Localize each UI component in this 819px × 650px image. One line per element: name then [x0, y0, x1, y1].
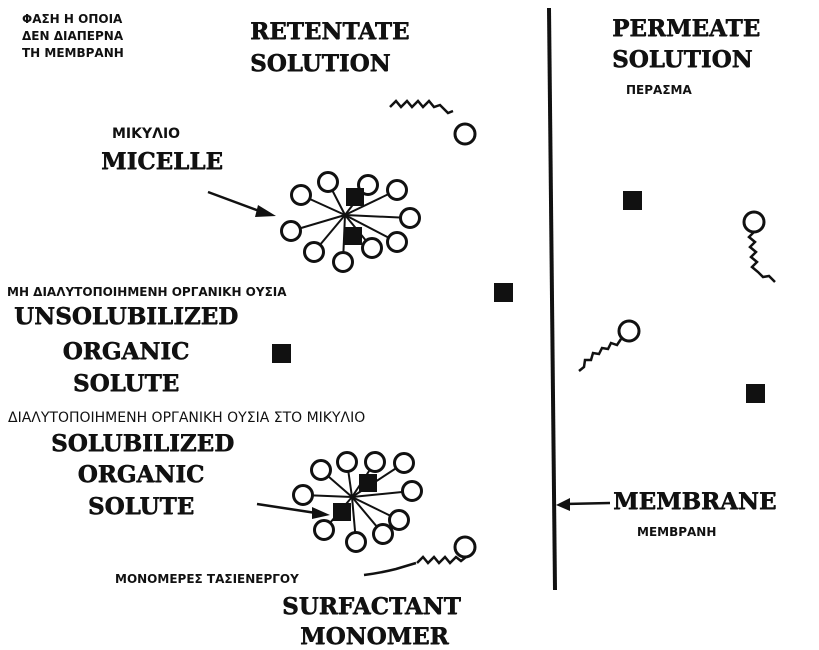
- permeate-label-line2: SOLUTION: [612, 48, 753, 71]
- surfactant-monomer-icon: [579, 321, 639, 371]
- solubilized-label-line1: SOLUBILIZED: [51, 432, 234, 455]
- monomer-label-line2: MONOMER: [300, 625, 449, 648]
- pointer-arrow-icon: [364, 563, 416, 575]
- solubilized-greek-label: ΔΙΑΛΥΤΟΠΟΙΗΜΕΝΗ ΟΡΓΑΝΙΚΗ ΟΥΣΙΑ ΣΤΟ ΜΙΚΥΛ…: [8, 411, 365, 425]
- unsolubilized-label-line1: UNSOLUBILIZED: [14, 305, 238, 328]
- membrane-greek-label: ΜΕΜΒΡΑΝΗ: [637, 526, 716, 538]
- pointer-arrow-icon: [257, 504, 330, 519]
- organic-solute-square-icon: [344, 227, 362, 245]
- organic-solute-square-icon: [494, 283, 513, 302]
- organic-solute-square-icon: [346, 188, 364, 206]
- organic-solute-square-icon: [746, 384, 765, 403]
- pointer-arrow-icon: [208, 192, 276, 217]
- solubilized-label-line2: ORGANIC: [51, 463, 231, 486]
- permeate-greek-label: ΠΕΡΑΣΜΑ: [626, 84, 692, 96]
- non-permeating-phase-label-line2: ΔΕΝ ΔΙΑΠΕΡΝΑ: [22, 30, 123, 42]
- organic-solute-square-icon: [272, 344, 291, 363]
- organic-solute-square-icon: [623, 191, 642, 210]
- micelle-label: MICELLE: [101, 150, 223, 173]
- membrane-line: [549, 8, 555, 590]
- micelle-icon: [282, 173, 420, 272]
- solubilized-label-line3: SOLUTE: [51, 495, 231, 518]
- monomer-greek-label: ΜΟΝΟΜΕΡΕΣ ΤΑΣΙΕΝΕΡΓΟΥ: [115, 573, 299, 585]
- non-permeating-phase-label-line3: ΤΗ ΜΕΜΒΡΑΝΗ: [22, 47, 124, 59]
- non-permeating-phase-label-line1: ΦΑΣΗ Η ΟΠΟΙΑ: [22, 13, 122, 25]
- permeate-label-line1: PERMEATE: [612, 17, 760, 40]
- pointer-arrow-icon: [556, 498, 610, 511]
- unsolubilized-greek-label: ΜΗ ΔΙΑΛΥΤΟΠΟΙΗΜΕΝΗ ΟΡΓΑΝΙΚΗ ΟΥΣΙΑ: [7, 286, 287, 298]
- organic-solute-square-icon: [359, 474, 377, 492]
- organic-solute-square-icon: [333, 503, 351, 521]
- unsolubilized-label-line2: ORGANIC: [14, 340, 238, 363]
- surfactant-monomer-icon: [744, 212, 775, 282]
- monomer-label-line1: SURFACTANT: [282, 595, 461, 618]
- unsolubilized-label-line3: SOLUTE: [14, 372, 238, 395]
- membrane-label: MEMBRANE: [613, 490, 776, 513]
- surfactant-monomer-icon: [390, 101, 475, 144]
- micelle-icon: [294, 453, 422, 552]
- retentate-label-line2: SOLUTION: [250, 52, 391, 75]
- surfactant-monomer-icon: [417, 537, 475, 563]
- micelle-greek-label: ΜΙΚΥΛΙΟ: [112, 127, 180, 141]
- retentate-label-line1: RETENTATE: [250, 20, 409, 43]
